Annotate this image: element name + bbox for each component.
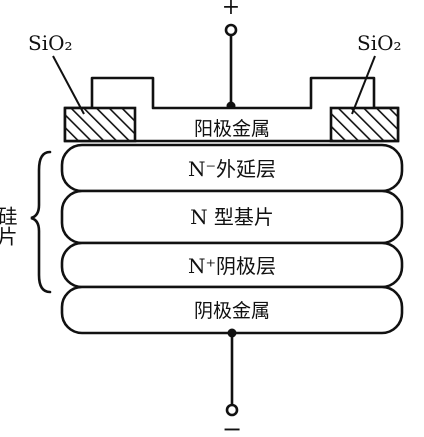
positive-terminal-sign: +	[222, 0, 240, 20]
epitaxial-layer-label: N⁻外延层	[188, 157, 276, 181]
sio2-left-block	[63, 106, 137, 143]
positive-terminal-node	[224, 23, 238, 37]
wafer-brace	[30, 150, 52, 294]
sio2-left-leader	[52, 55, 85, 115]
negative-terminal-sign: −	[222, 415, 242, 437]
sio2-left-label: SiO₂	[28, 31, 73, 55]
anode-metal-label: 阳极金属	[194, 118, 270, 140]
cathode-metal-label: 阴极金属	[194, 300, 270, 322]
cathode-layer-label: N⁺阴极层	[188, 254, 276, 278]
substrate-layer-label: N 型基片	[190, 205, 274, 229]
wafer-label: 硅片	[0, 206, 18, 246]
sio2-right-block	[329, 106, 400, 143]
sio2-right-label: SiO₂	[357, 31, 402, 55]
sio2-right-leader	[351, 55, 376, 115]
negative-terminal-node	[225, 403, 239, 417]
